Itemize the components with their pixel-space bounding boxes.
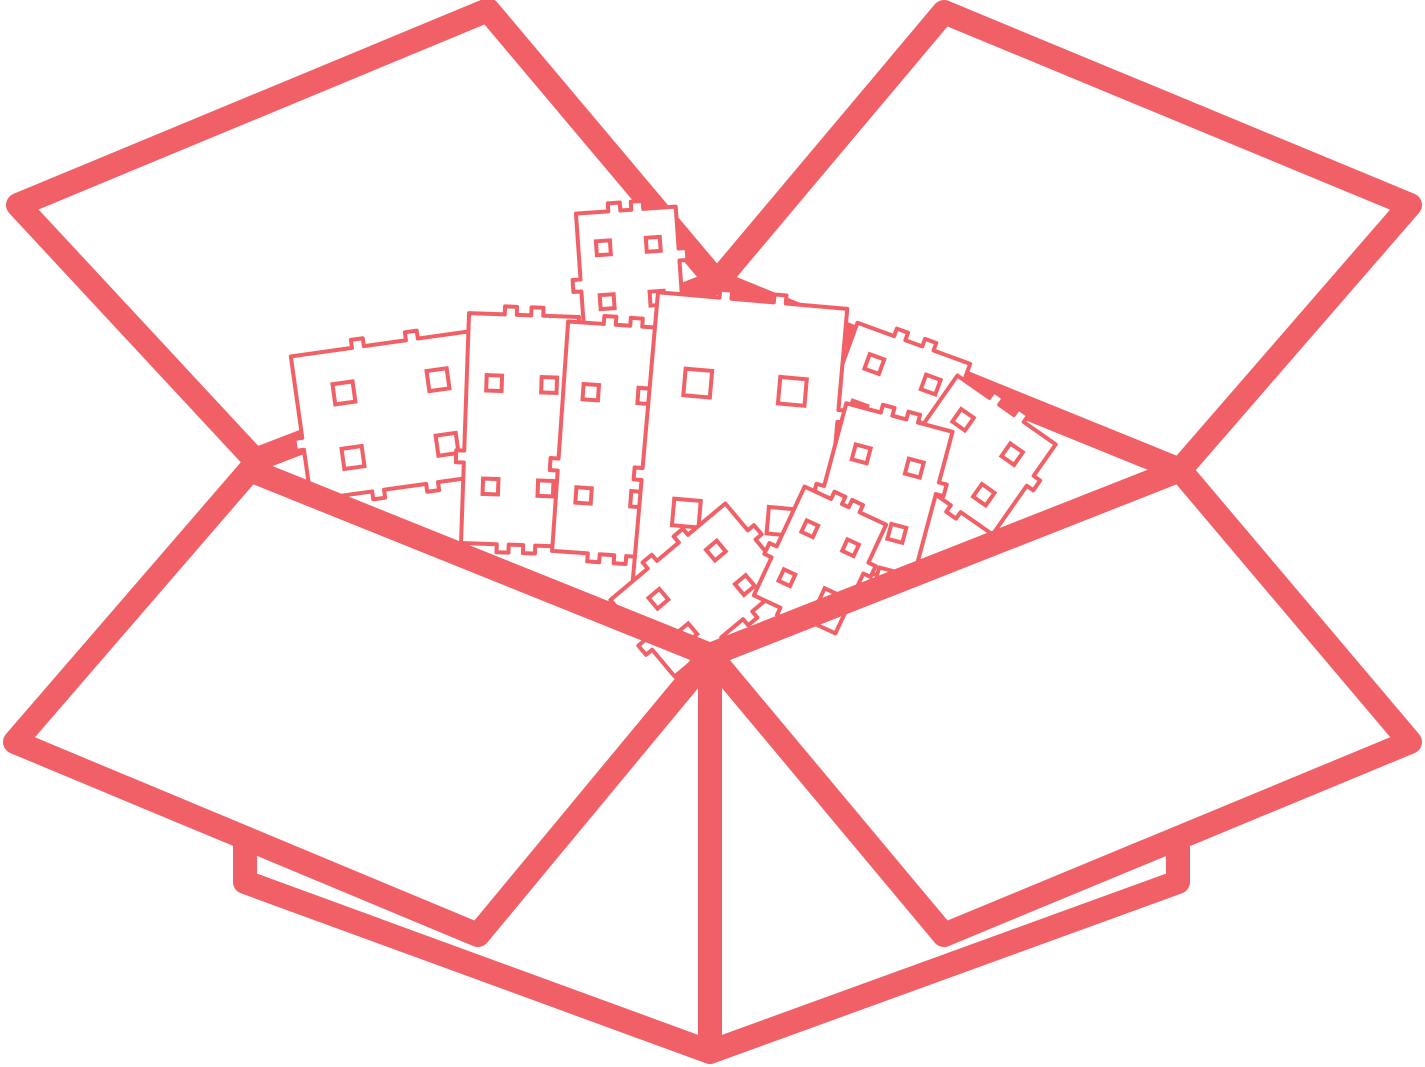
piece-front-right-hole-1 xyxy=(798,517,821,540)
piece-top-center-hole-2 xyxy=(643,234,663,254)
box-front xyxy=(3,458,1422,1064)
interlocking-pieces xyxy=(288,198,1058,679)
piece-back-left-hole-4 xyxy=(433,430,461,459)
piece-center-large-hole-1 xyxy=(681,366,715,400)
piece-center-column-hole-3 xyxy=(573,485,594,506)
piece-front-right-hole-3 xyxy=(775,566,798,589)
piece-back-left-hole-2 xyxy=(424,365,452,394)
piece-back-right-a-hole-1 xyxy=(861,351,887,377)
piece-back-left-hole-3 xyxy=(339,443,367,472)
piece-right-column-hole-4 xyxy=(884,521,909,546)
piece-left-column-hole-2 xyxy=(539,374,560,396)
piece-front-right-outline xyxy=(751,484,889,636)
piece-front-left-hole-1 xyxy=(645,586,672,612)
piece-left-column-hole-1 xyxy=(484,373,505,394)
piece-right-column-hole-1 xyxy=(849,442,874,466)
piece-back-right-b-hole-2 xyxy=(998,440,1026,468)
piece-back-left-hole-1 xyxy=(330,379,358,407)
piece-front-right xyxy=(751,484,889,636)
piece-back-right-a-hole-2 xyxy=(918,372,944,398)
piece-top-center-hole-3 xyxy=(597,292,617,312)
piece-front-right-hole-2 xyxy=(839,536,862,559)
back-left-flap xyxy=(6,0,729,472)
box-right-side xyxy=(698,836,1190,1064)
piece-center-large-hole-3 xyxy=(669,496,703,530)
piece-top-center-hole-1 xyxy=(593,238,613,258)
piece-right-column-hole-2 xyxy=(902,456,927,481)
piece-back-right-b-hole-1 xyxy=(949,406,977,434)
box-left-side xyxy=(233,643,722,1064)
piece-left-column-hole-3 xyxy=(480,476,501,497)
back-right-flap xyxy=(705,0,1422,482)
piece-back-right-b-hole-4 xyxy=(970,481,998,509)
piece-center-large-hole-2 xyxy=(775,374,809,408)
piece-front-left-hole-2 xyxy=(703,537,729,564)
piece-left-column-hole-4 xyxy=(535,478,556,499)
piece-center-column-hole-1 xyxy=(580,381,602,403)
piece-front-left-hole-4 xyxy=(732,572,758,598)
